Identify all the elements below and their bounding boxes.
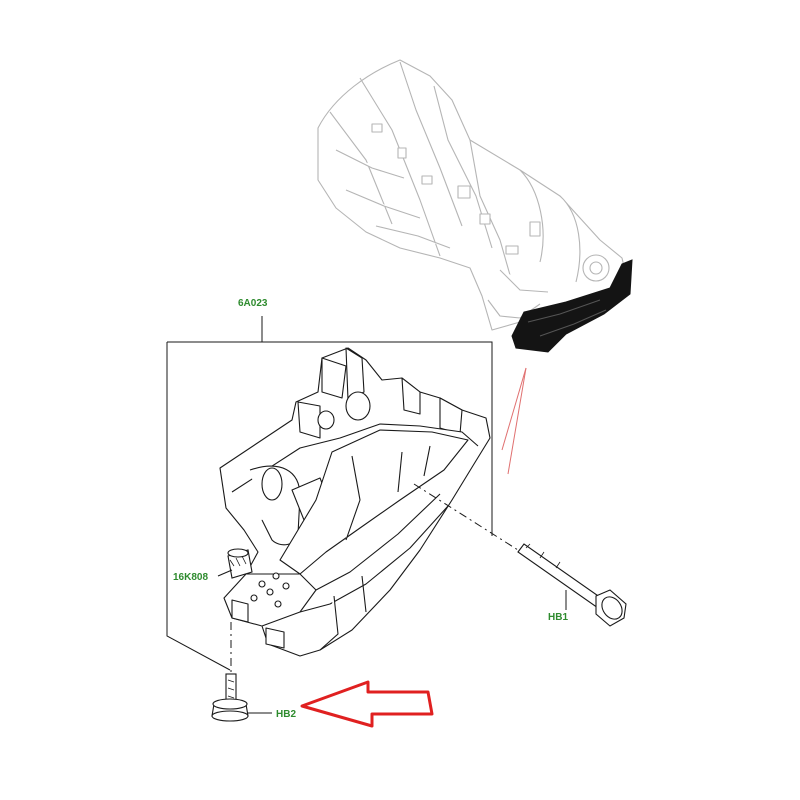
bolt-HB1-drawing xyxy=(517,543,627,627)
bolt-HB2-drawing xyxy=(211,673,249,722)
bolt-HB1-dash-line xyxy=(413,483,519,551)
callout-lines xyxy=(501,367,527,475)
mount-16K808-drawing xyxy=(217,548,253,579)
label-HB2: HB2 xyxy=(276,709,296,720)
callout-box xyxy=(166,316,493,671)
crossmember-6A023-drawing xyxy=(219,347,491,657)
crossmember-installed-highlight xyxy=(511,259,633,353)
mount-leader-line xyxy=(217,569,233,577)
pointer-arrow xyxy=(300,680,434,728)
label-6A023: 6A023 xyxy=(238,298,268,309)
label-HB1: HB1 xyxy=(548,612,568,623)
label-16K808: 16K808 xyxy=(173,572,208,583)
transmission-ghost xyxy=(317,59,631,331)
